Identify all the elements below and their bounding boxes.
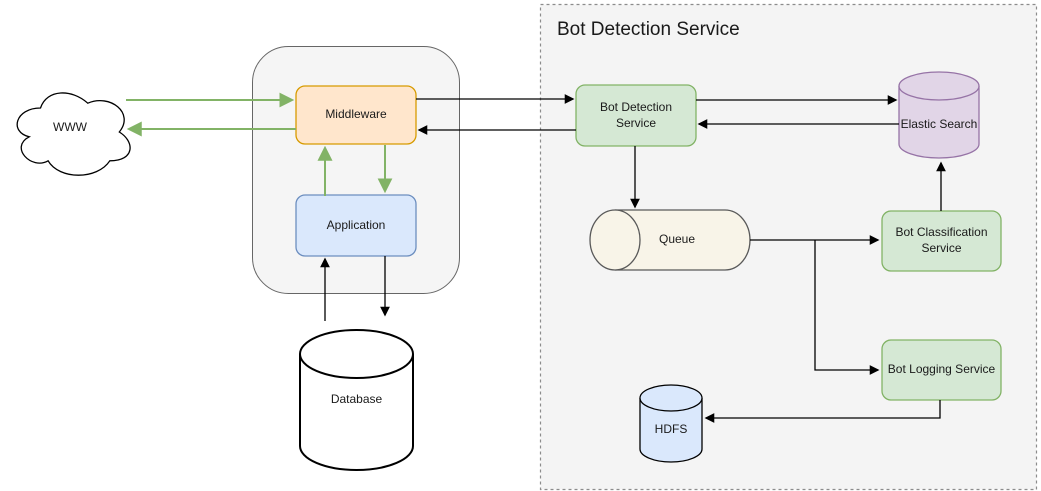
www-cloud-shape — [16, 92, 131, 176]
application-node — [295, 194, 417, 257]
bot-detection-container-title: Bot Detection Service — [557, 19, 740, 40]
bot-logging-service-node — [881, 339, 1002, 401]
elastic-search-cylinder — [898, 71, 980, 159]
bot-classification-service-node — [881, 210, 1002, 272]
queue-cylinder — [589, 209, 751, 271]
arrow-queue-branch-to-bot-logging — [814, 240, 880, 375]
arrow-bot-logging-to-hdfs — [704, 400, 941, 423]
database-cylinder — [299, 329, 414, 471]
middleware-node — [295, 85, 417, 145]
bot-detection-service-node — [575, 84, 697, 147]
hdfs-cylinder — [639, 384, 703, 463]
